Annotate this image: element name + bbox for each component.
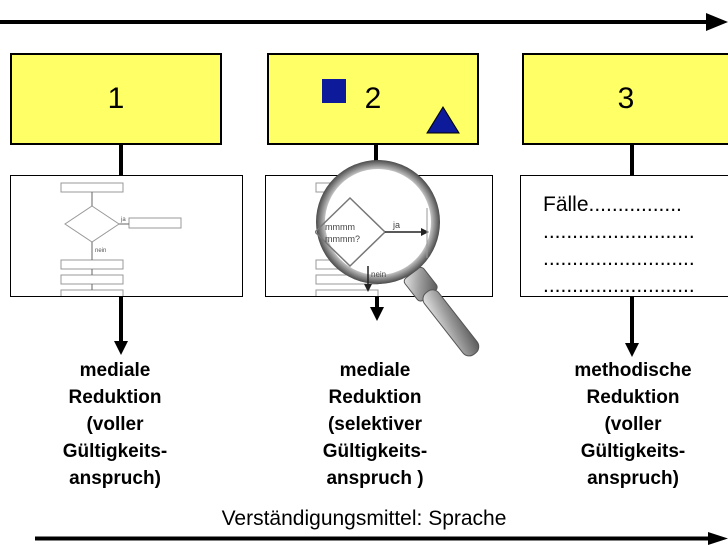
connector-2-arrow [370,297,384,321]
text-panel: Fälle................ ..................… [520,175,728,297]
top-arrow [0,13,728,31]
caption-1-line: (voller [86,414,144,435]
caption-2-line: (selektiver [327,414,422,435]
stage-box-1: 1 [10,53,222,145]
text-line: .......................... [543,220,695,243]
text-line: .......................... [543,274,695,297]
connector-1-arrow [114,297,128,355]
stage-number-2: 2 [364,82,382,115]
stage-number-3: 3 [617,82,635,115]
connector-1-top [119,145,123,175]
zoom-no-label: nein [371,270,386,279]
caption-1-line: mediale [79,360,151,381]
caption-2-line: Reduktion [328,387,422,408]
text-line: Fälle................ [543,193,682,216]
bottom-axis-label: Verständigungsmittel: Sprache [221,507,507,530]
caption-2-line: anspruch ) [326,468,424,489]
caption-2-line: mediale [339,360,411,381]
zoom-decision-2: mmmm? [325,234,360,244]
caption-1-line: Reduktion [68,387,162,408]
flow-no-label: nein [95,248,106,254]
caption-1: mediale Reduktion (voller Gültigkeits- a… [30,357,200,492]
flow-yes-label: ja [120,217,126,223]
stage-number-1: 1 [107,82,125,115]
zoom-yes-label: ja [392,220,400,230]
caption-1-line: Gültigkeits- [62,441,168,462]
connector-3-arrow [625,297,639,357]
connector-3-top [630,145,634,175]
caption-3-line: anspruch) [587,468,679,489]
zoom-decision-1: mmmm [325,222,355,232]
caption-1-line: anspruch) [69,468,161,489]
square-shape [322,79,346,103]
caption-2-line: Gültigkeits- [322,441,428,462]
caption-3-line: methodische [574,360,692,381]
caption-3-line: Reduktion [586,387,680,408]
flowchart-diagram: ja nein [60,182,182,296]
bottom-arrow [35,532,728,545]
connector-2-top [374,145,378,175]
flowchart-panel: ja nein [10,175,243,297]
caption-2: mediale Reduktion (selektiver Gültigkeit… [290,357,460,492]
magnifier-icon: mmmm mmmm? ja nein [315,160,480,357]
stage-box-3: 3 [522,53,728,145]
caption-3-line: (voller [604,414,662,435]
text-line: .......................... [543,247,695,270]
triangle-shape [426,106,460,134]
caption-3: methodische Reduktion (voller Gültigkeit… [548,357,718,492]
caption-3-line: Gültigkeits- [580,441,686,462]
